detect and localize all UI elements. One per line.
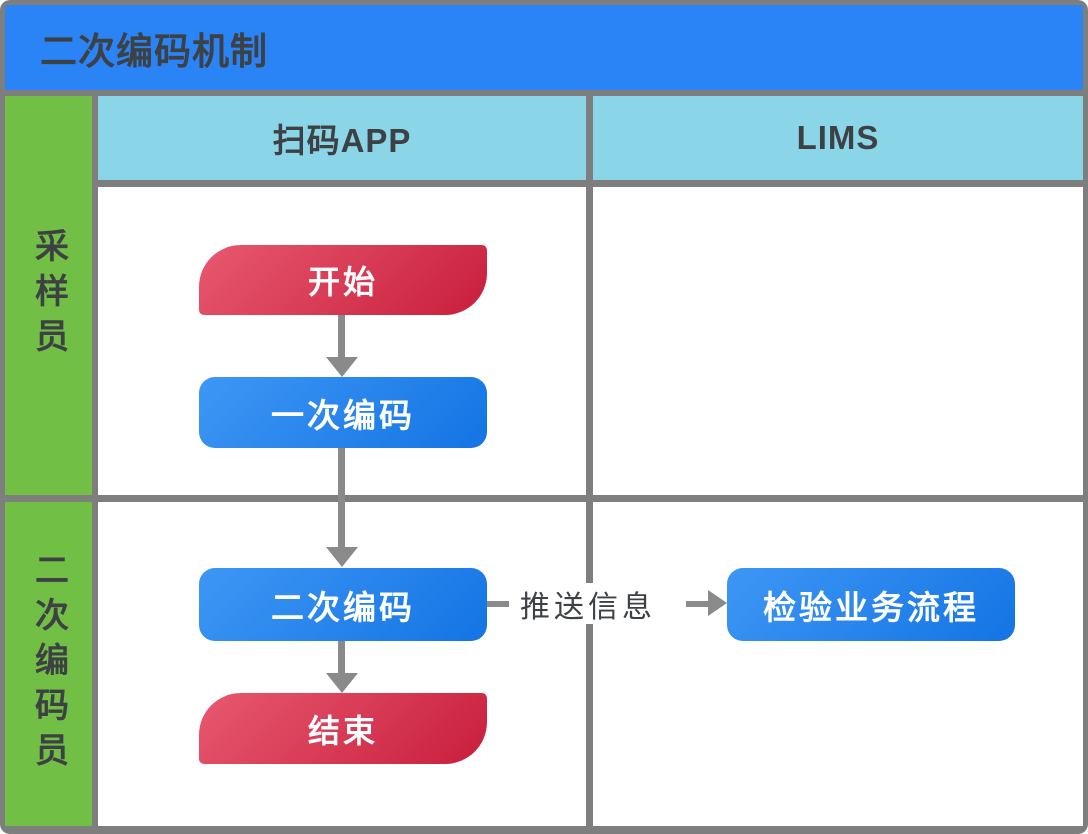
push-connector-head-icon: [708, 590, 727, 616]
lane-label-text: 采样员: [29, 228, 68, 363]
node-inspection-process: 检验业务流程: [727, 568, 1015, 641]
column-header-scan-app: 扫码APP: [98, 96, 586, 180]
node-label: 开始: [307, 264, 378, 300]
node-primary-coding: 一次编码: [199, 377, 487, 448]
node-start: 开始: [199, 245, 487, 315]
node-secondary-coding: 二次编码: [199, 568, 487, 641]
title-bar: 二次编码机制: [5, 5, 1083, 90]
column-header-label: 扫码APP: [272, 122, 412, 159]
column-header-lims: LIMS: [593, 96, 1083, 180]
page-title: 二次编码机制: [40, 30, 268, 72]
node-label: 一次编码: [271, 396, 415, 434]
node-end: 结束: [199, 693, 487, 764]
push-info-label: 推送信息: [512, 583, 664, 624]
cell-lims-lane2: [593, 502, 1083, 826]
arrow-start-to-primary-line: [338, 315, 345, 359]
lane-label-sampler: 采样员: [5, 96, 92, 495]
lane-label-secondary-coder: 二次编码员: [5, 502, 92, 826]
arrow-primary-to-secondary-line: [338, 448, 345, 549]
lane-label-text: 二次编码员: [29, 551, 68, 777]
column-header-label: LIMS: [796, 119, 880, 156]
node-label: 结束: [307, 712, 378, 749]
arrow-start-to-primary-head-icon: [326, 357, 358, 377]
push-connector-line-right: [686, 601, 708, 607]
cell-lims-lane1: [593, 187, 1083, 495]
arrow-secondary-to-end-line: [338, 641, 345, 674]
arrow-primary-to-secondary-head-icon: [326, 547, 358, 567]
node-label: 二次编码: [271, 588, 415, 626]
arrow-secondary-to-end-head-icon: [326, 673, 358, 693]
node-label: 检验业务流程: [763, 588, 979, 626]
push-connector-line-left: [487, 601, 509, 607]
